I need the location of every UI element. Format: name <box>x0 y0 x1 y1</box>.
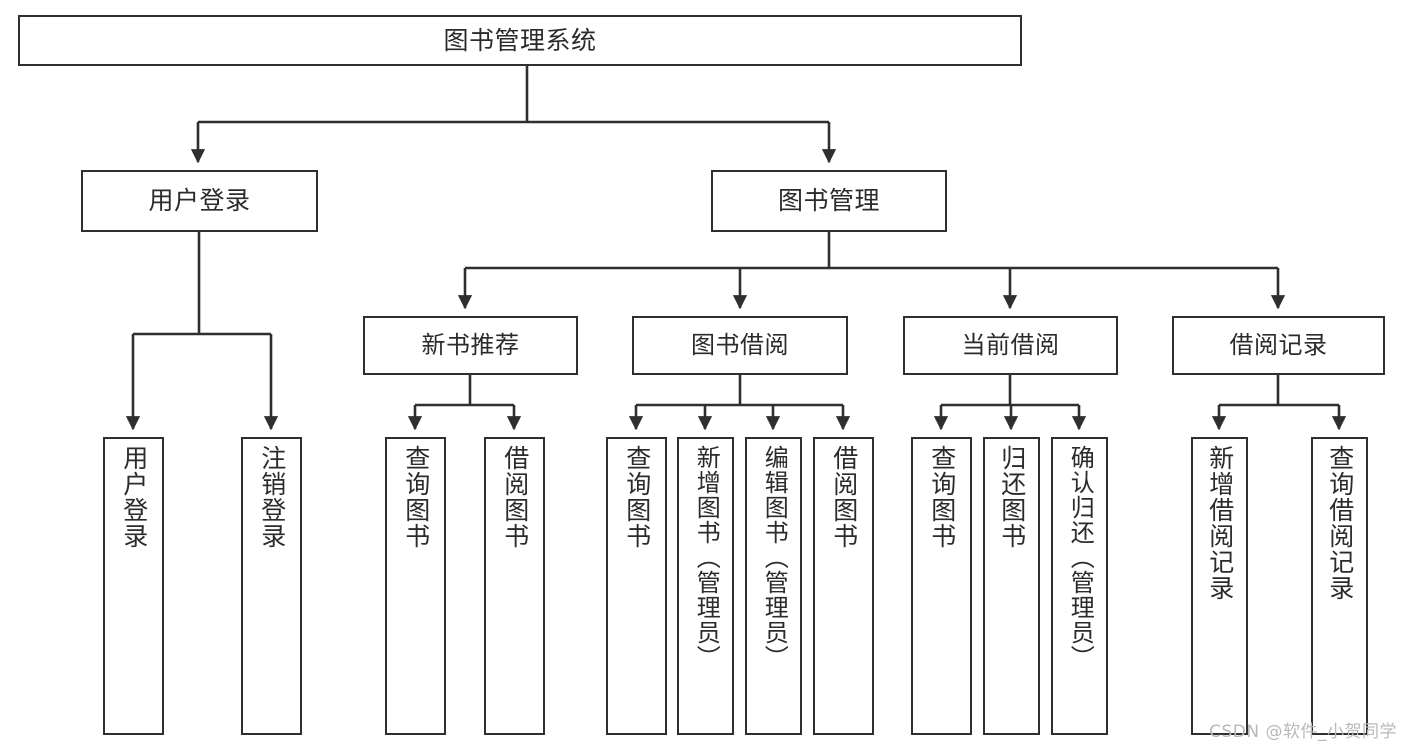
node-leaf-borrow-book[interactable]: 借阅图书 <box>813 437 874 735</box>
node-current-borrow-label: 当前借阅 <box>961 331 1060 360</box>
node-leaf-confirm-return[interactable]: 确认归还（管理员） <box>1051 437 1108 735</box>
node-leaf-edit-book-label: 编辑图书（管理员） <box>760 445 789 670</box>
node-leaf-query-book-borrow-label: 查询图书 <box>622 445 652 549</box>
node-leaf-user-logout[interactable]: 注销登录 <box>241 437 302 735</box>
node-leaf-user-login-label: 用户登录 <box>119 445 149 549</box>
node-leaf-user-login[interactable]: 用户登录 <box>103 437 164 735</box>
node-new-book-rec-label: 新书推荐 <box>421 331 520 360</box>
node-leaf-return-book[interactable]: 归还图书 <box>983 437 1040 735</box>
node-book-borrow[interactable]: 图书借阅 <box>632 316 848 375</box>
node-book-borrow-label: 图书借阅 <box>691 331 789 360</box>
node-leaf-query-book-rec-label: 查询图书 <box>401 445 431 549</box>
node-book-mgmt[interactable]: 图书管理 <box>711 170 947 232</box>
node-leaf-query-record[interactable]: 查询借阅记录 <box>1311 437 1368 735</box>
node-leaf-query-book-borrow[interactable]: 查询图书 <box>606 437 667 735</box>
node-leaf-add-record-label: 新增借阅记录 <box>1205 445 1235 601</box>
node-leaf-add-book[interactable]: 新增图书（管理员） <box>677 437 734 735</box>
node-leaf-borrow-book-label: 借阅图书 <box>829 445 859 549</box>
node-book-mgmt-label: 图书管理 <box>777 186 880 216</box>
node-borrow-record-label: 借阅记录 <box>1229 331 1328 360</box>
node-leaf-user-logout-label: 注销登录 <box>257 445 287 549</box>
node-leaf-query-book-cur[interactable]: 查询图书 <box>911 437 972 735</box>
node-leaf-add-record[interactable]: 新增借阅记录 <box>1191 437 1248 735</box>
node-root[interactable]: 图书管理系统 <box>18 15 1022 66</box>
node-leaf-query-book-rec[interactable]: 查询图书 <box>385 437 446 735</box>
node-leaf-confirm-return-label: 确认归还（管理员） <box>1066 445 1095 670</box>
node-leaf-return-book-label: 归还图书 <box>997 445 1027 549</box>
node-new-book-rec[interactable]: 新书推荐 <box>363 316 578 375</box>
node-leaf-query-book-cur-label: 查询图书 <box>927 445 957 549</box>
node-user-login[interactable]: 用户登录 <box>81 170 318 232</box>
node-current-borrow[interactable]: 当前借阅 <box>903 316 1118 375</box>
csdn-watermark: CSDN @软件_小贺同学 <box>1209 722 1397 742</box>
node-root-label: 图书管理系统 <box>443 25 597 55</box>
node-borrow-record[interactable]: 借阅记录 <box>1172 316 1385 375</box>
node-leaf-add-book-label: 新增图书（管理员） <box>692 445 721 670</box>
node-leaf-borrow-book-rec-label: 借阅图书 <box>500 445 530 549</box>
node-leaf-query-record-label: 查询借阅记录 <box>1325 445 1355 601</box>
node-leaf-edit-book[interactable]: 编辑图书（管理员） <box>745 437 802 735</box>
node-user-login-label: 用户登录 <box>148 186 251 216</box>
node-leaf-borrow-book-rec[interactable]: 借阅图书 <box>484 437 545 735</box>
